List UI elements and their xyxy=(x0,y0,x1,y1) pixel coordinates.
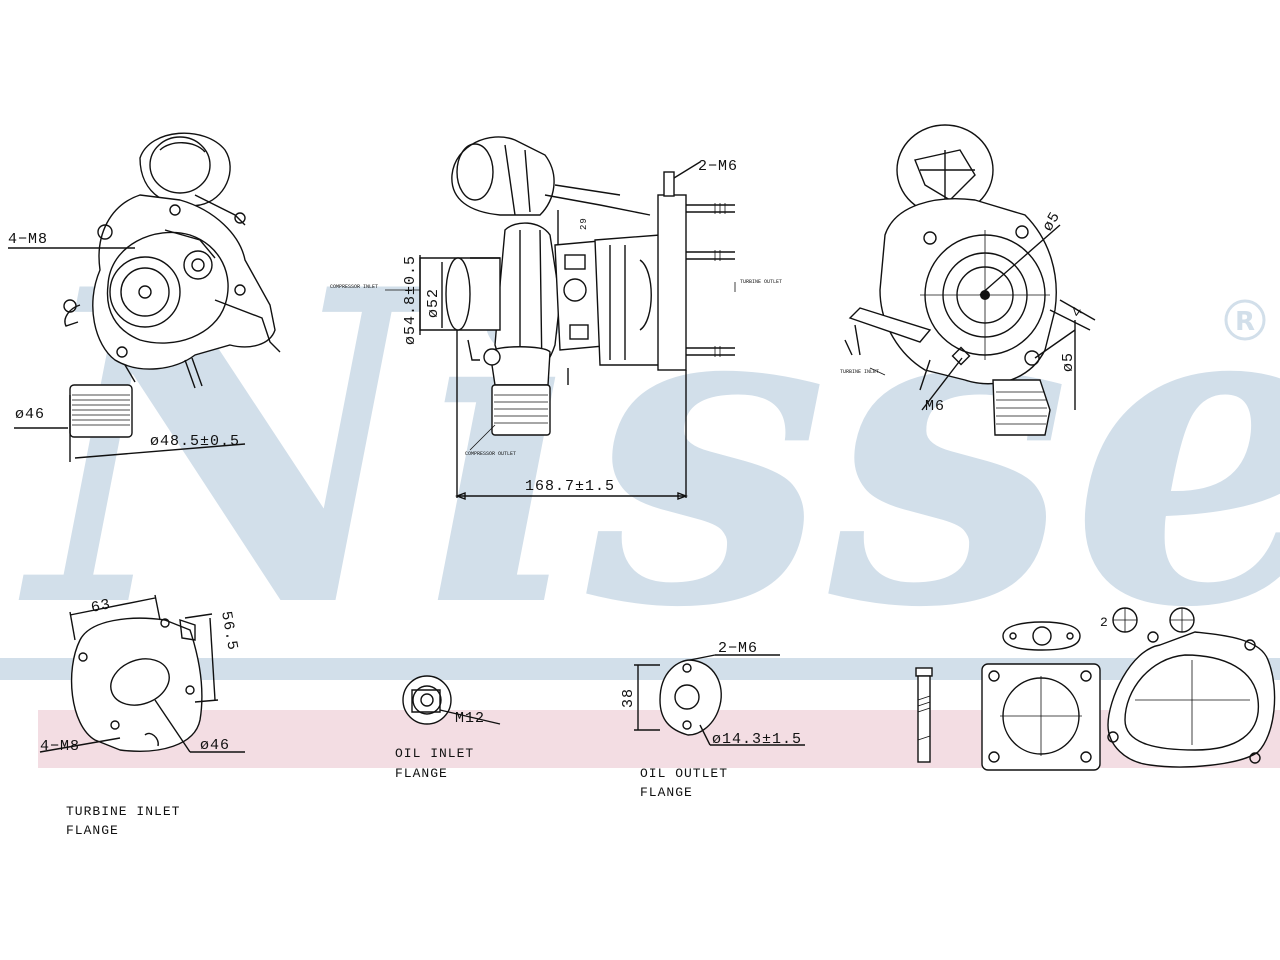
oil-outlet-flange xyxy=(634,654,805,746)
left-dia-2-label: ø48.5±0.5 xyxy=(150,433,240,450)
tif-height-label: 56.5 xyxy=(217,610,241,652)
right-view-note: TURBINE INLET xyxy=(840,369,879,375)
svg-text:R: R xyxy=(1235,307,1255,337)
oil-outlet-studs-label: 2−M6 xyxy=(718,640,758,657)
oil-outlet-height-label: 38 xyxy=(620,688,637,708)
center-outer-dia-label: ø54.8±0.5 xyxy=(402,255,419,345)
center-studs-label: 2−M6 xyxy=(698,158,738,175)
tif-width-label: 63 xyxy=(90,596,113,617)
oil-inlet-thread-label: M12 xyxy=(455,710,485,727)
compressor-inlet-note: COMPRESSOR INLET xyxy=(330,284,378,290)
blue-band xyxy=(0,658,1280,680)
center-length-label: 168.7±1.5 xyxy=(525,478,615,495)
left-bolts-label: 4−M8 xyxy=(8,231,48,248)
oil-inlet-flange xyxy=(402,675,501,725)
gasket-kit xyxy=(915,607,1276,771)
turbine-outlet-note: TURBINE OUTLET xyxy=(740,279,782,285)
center-small-dim-label: 29 xyxy=(579,217,589,230)
registered-mark: R xyxy=(1224,299,1266,341)
tif-caption-1: TURBINE INLET xyxy=(66,804,180,819)
center-inner-dia-label: ø52 xyxy=(425,288,442,318)
right-thread-label: M6 xyxy=(925,398,945,415)
left-dia-1-label: ø46 xyxy=(15,406,45,423)
tif-bolts-label: 4−M8 xyxy=(40,738,80,755)
turbo-left-view xyxy=(8,132,281,462)
turbo-center-view xyxy=(385,136,736,501)
oil-outlet-caption-2: FLANGE xyxy=(640,785,693,800)
tif-caption-2: FLANGE xyxy=(66,823,119,838)
right-dim-c-label: ø5 xyxy=(1060,352,1077,372)
compressor-outlet-note: COMPRESSOR OUTLET xyxy=(465,451,516,457)
gasket-count-label: 2 xyxy=(1100,615,1109,630)
oil-inlet-caption-1: OIL INLET xyxy=(395,746,474,761)
oil-inlet-caption-2: FLANGE xyxy=(395,766,448,781)
tif-dia-label: ø46 xyxy=(200,737,230,754)
turbine-inlet-flange xyxy=(39,594,245,753)
turbo-right-view xyxy=(844,124,1096,436)
oil-outlet-dia-label: ø14.3±1.5 xyxy=(712,731,802,748)
oil-outlet-caption-1: OIL OUTLET xyxy=(640,766,728,781)
